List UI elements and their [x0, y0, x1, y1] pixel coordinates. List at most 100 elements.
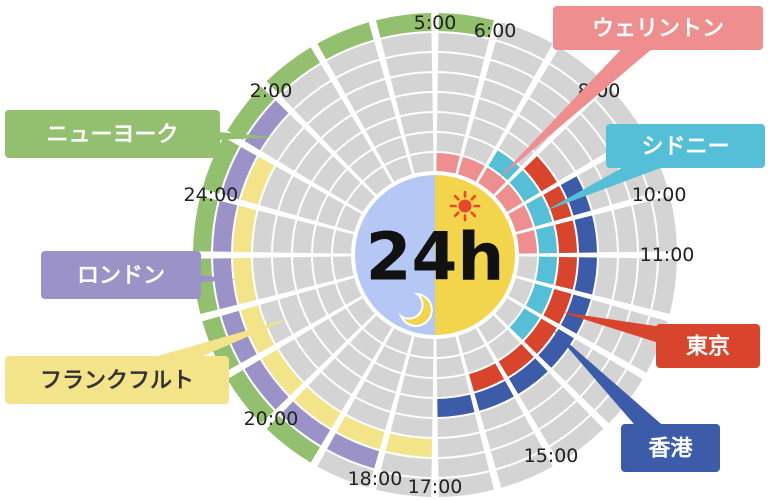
ring-segment [508, 205, 534, 232]
city-name: ロンドン [77, 264, 165, 289]
ring-segment [574, 215, 597, 253]
callout-box [621, 424, 720, 472]
ring-segment [567, 349, 609, 396]
ring-segment [380, 452, 432, 477]
ring-segment [438, 452, 490, 477]
ring-segment [365, 118, 402, 147]
ring-segment [308, 98, 351, 138]
ring-segment [410, 336, 434, 357]
ring-segment [552, 128, 592, 171]
ring-segment [574, 257, 597, 295]
ring-segment [322, 358, 362, 395]
ring-segment [259, 166, 292, 211]
ring-segment [488, 150, 520, 181]
ring-segment [632, 200, 657, 252]
ring-segment [356, 99, 396, 130]
ring-segment [266, 47, 320, 95]
moon-icon [398, 292, 433, 327]
ring-segment [438, 472, 494, 497]
ring-segment [364, 315, 392, 343]
ring-segment [613, 205, 637, 253]
ring-segment [376, 472, 432, 497]
city-name: 香港 [648, 437, 693, 462]
ring-segment [336, 133, 372, 166]
ring-segment [336, 278, 362, 305]
sun-icon [449, 190, 481, 222]
ring-segment [253, 257, 276, 300]
ring-segment [385, 433, 433, 457]
ring-segment [346, 398, 391, 431]
ring-segment [280, 401, 331, 446]
ring-segment [294, 81, 341, 123]
ring-segment [278, 339, 318, 382]
ring-segment [529, 387, 576, 429]
ring-segment [478, 315, 506, 343]
ring-segment [535, 225, 557, 254]
ring-segment [376, 13, 432, 38]
ring-segment [308, 372, 351, 412]
ring-segment [336, 415, 385, 450]
ring-segment [438, 33, 490, 58]
city-name: ウェリントン [592, 17, 724, 42]
ring-segment [524, 156, 557, 192]
ring-segment [437, 73, 480, 96]
ring-segment [594, 257, 617, 300]
ring-segment [652, 258, 677, 314]
ring-segment [385, 328, 412, 354]
ring-segment [293, 256, 315, 290]
city-name: フランクフルト [40, 369, 194, 394]
ring-segment [298, 288, 327, 325]
ring-segment [350, 150, 382, 181]
ring-segment [313, 256, 335, 285]
ring-segment [538, 328, 575, 368]
ring-segment [347, 184, 375, 212]
ring-segment [498, 344, 534, 377]
ring-segment [279, 294, 310, 334]
ring-segment [390, 414, 433, 437]
ring-segment [365, 363, 402, 392]
time-label: 24:00 [184, 184, 239, 206]
callout-box [553, 6, 763, 50]
ring-segment [552, 339, 592, 382]
city-name: 東京 [686, 334, 730, 360]
ring-segment [490, 41, 543, 77]
ring-segment [498, 133, 534, 166]
ring-segment [330, 308, 361, 340]
ring-segment [294, 387, 341, 429]
ring-segment [652, 196, 677, 252]
city-callout: ニューヨーク [5, 110, 273, 158]
ring-segment [496, 22, 553, 60]
city-callout: 香港 [551, 328, 720, 472]
ring-segment [436, 375, 470, 397]
ring-segment [468, 363, 505, 392]
ring-segment [261, 349, 303, 396]
ring-segment [485, 60, 534, 95]
ring-segment [538, 142, 575, 182]
ring-segment [496, 450, 553, 488]
ring-segment [333, 256, 354, 280]
ring-segment [400, 113, 434, 135]
ring-segment [261, 114, 303, 161]
ring-segment [259, 299, 292, 344]
ring-segment [227, 370, 275, 424]
ring-segment [279, 176, 310, 216]
ring-segment [508, 278, 534, 305]
ring-segment [463, 345, 495, 373]
ring-segment [313, 225, 335, 254]
ring-segment [508, 358, 548, 395]
ring-segment [516, 230, 537, 254]
callout-pointer [496, 19, 667, 181]
ring-segment [490, 433, 543, 469]
ring-segment [273, 215, 296, 253]
ring-segment [632, 258, 657, 310]
ring-segment [395, 93, 433, 116]
ring-segment [474, 99, 514, 130]
city-callout: フランクフルト [5, 318, 291, 404]
time-label: 20:00 [244, 408, 299, 430]
ring-segment [436, 336, 460, 357]
ring-segment [555, 220, 577, 254]
ring-segment [524, 318, 557, 354]
city-callout: シドニー [545, 124, 765, 211]
